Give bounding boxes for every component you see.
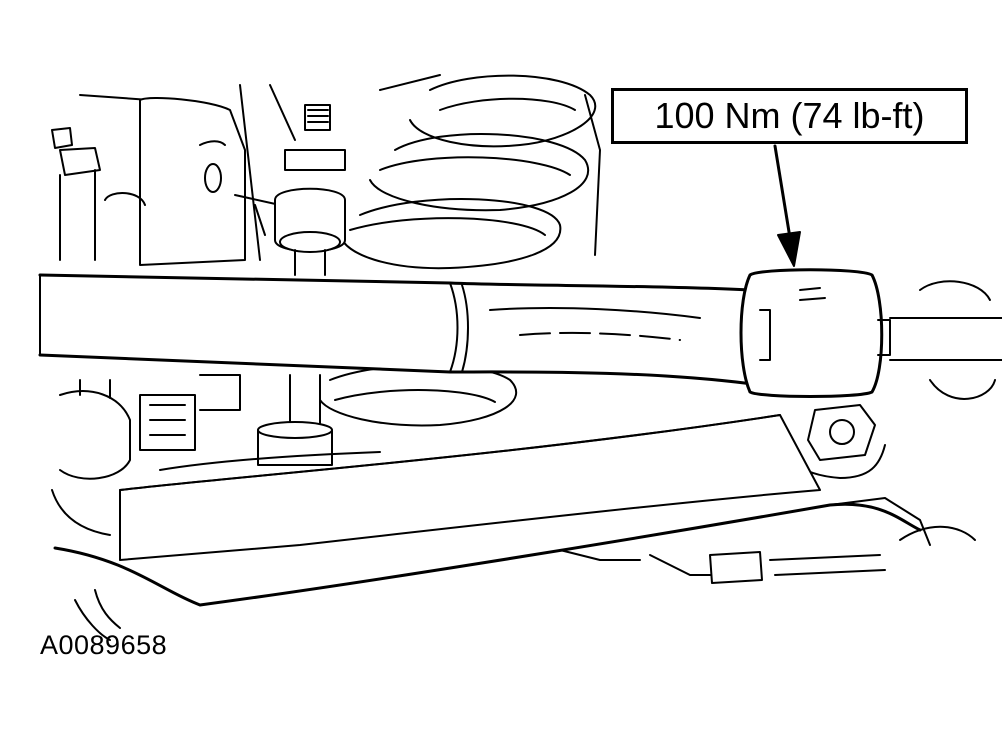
knuckle-left [51,84,296,266]
stabilizer-link [257,104,346,466]
callout-arrow [773,144,801,267]
torque-callout: 100 Nm (74 lb-ft) [611,88,968,144]
upper-control-arm [38,273,762,387]
figure-id: A0089658 [40,630,168,660]
lower-control-arm [53,414,976,607]
hub-assembly [51,374,241,641]
bushing [739,268,1002,400]
